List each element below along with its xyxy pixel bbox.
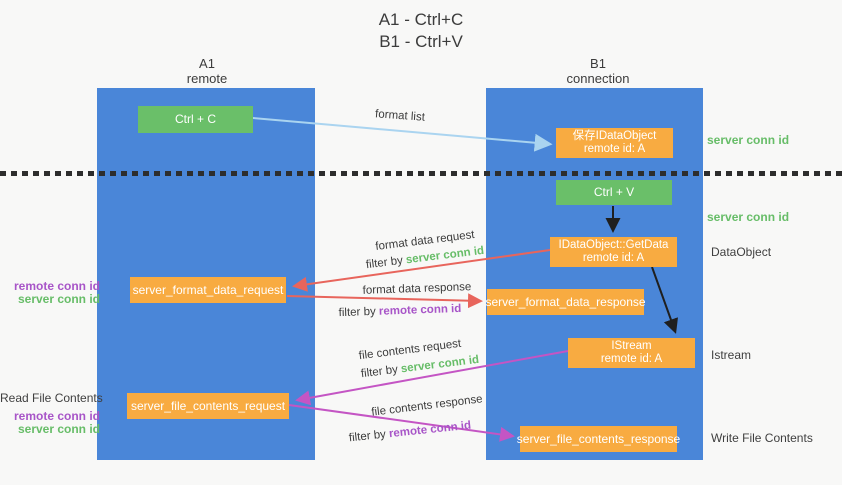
- diagram-title: A1 - Ctrl+C B1 - Ctrl+V: [0, 9, 842, 53]
- arrow-format-data-request: [292, 249, 551, 292]
- phase-divider-dotted-line: [0, 171, 842, 176]
- node-save-idataobject: 保存IDataObject remote id: A: [556, 128, 673, 158]
- column-a1-name: A1: [199, 56, 215, 71]
- label-server-conn-id-left-2: server conn id: [17, 422, 100, 436]
- arrow-format-list: [252, 117, 553, 152]
- label-remote-conn-id-left-2: remote conn id: [13, 409, 100, 423]
- node-server-file-contents-request: server_file_contents_request: [127, 393, 289, 419]
- node-getdata-line1: IDataObject::GetData: [558, 239, 669, 251]
- node-getdata-line2: remote id: A: [582, 252, 645, 264]
- arrow-file-contents-response: [288, 404, 515, 442]
- title-line-2: B1 - Ctrl+V: [379, 32, 463, 51]
- arrow-getdata-to-istream: [651, 266, 678, 334]
- node-ctrl-c: Ctrl + C: [138, 106, 253, 133]
- node-idataobject-getdata: IDataObject::GetData remote id: A: [550, 237, 677, 267]
- column-a1-subtitle: remote: [186, 71, 228, 86]
- arrow-file-contents-request: [295, 350, 569, 406]
- node-save-idataobject-line1: 保存IDataObject: [572, 130, 657, 142]
- label-istream: Istream: [711, 348, 752, 362]
- column-header-a1: A1 remote: [137, 56, 277, 86]
- label-read-file-contents: Read File Contents: [0, 391, 103, 405]
- node-server-file-contents-response: server_file_contents_response: [517, 426, 680, 452]
- column-b1-subtitle: connection: [566, 71, 630, 86]
- node-istream: IStream remote id: A: [568, 338, 695, 368]
- label-remote-conn-id-left-1: remote conn id: [13, 279, 100, 293]
- label-write-file-contents: Write File Contents: [711, 431, 813, 445]
- label-server-conn-id-mid-right: server conn id: [707, 210, 790, 224]
- node-save-idataobject-line2: remote id: A: [583, 143, 646, 155]
- filter-by-text: filter by: [338, 305, 380, 320]
- node-server-format-data-request: server_format_data_request: [130, 277, 286, 303]
- label-server-conn-id-left-1: server conn id: [17, 292, 100, 306]
- node-ctrl-v: Ctrl + V: [556, 180, 672, 205]
- node-server-format-data-response: server_format_data_response: [485, 289, 646, 315]
- title-line-1: A1 - Ctrl+C: [378, 10, 464, 29]
- label-dataobject: DataObject: [711, 245, 772, 259]
- label-server-conn-id-top-right: server conn id: [707, 133, 790, 147]
- node-istream-line2: remote id: A: [600, 353, 663, 365]
- arrow-format-data-response: [286, 293, 483, 309]
- node-istream-line1: IStream: [611, 340, 652, 352]
- column-header-b1: B1 connection: [528, 56, 668, 86]
- column-b1-name: B1: [590, 56, 606, 71]
